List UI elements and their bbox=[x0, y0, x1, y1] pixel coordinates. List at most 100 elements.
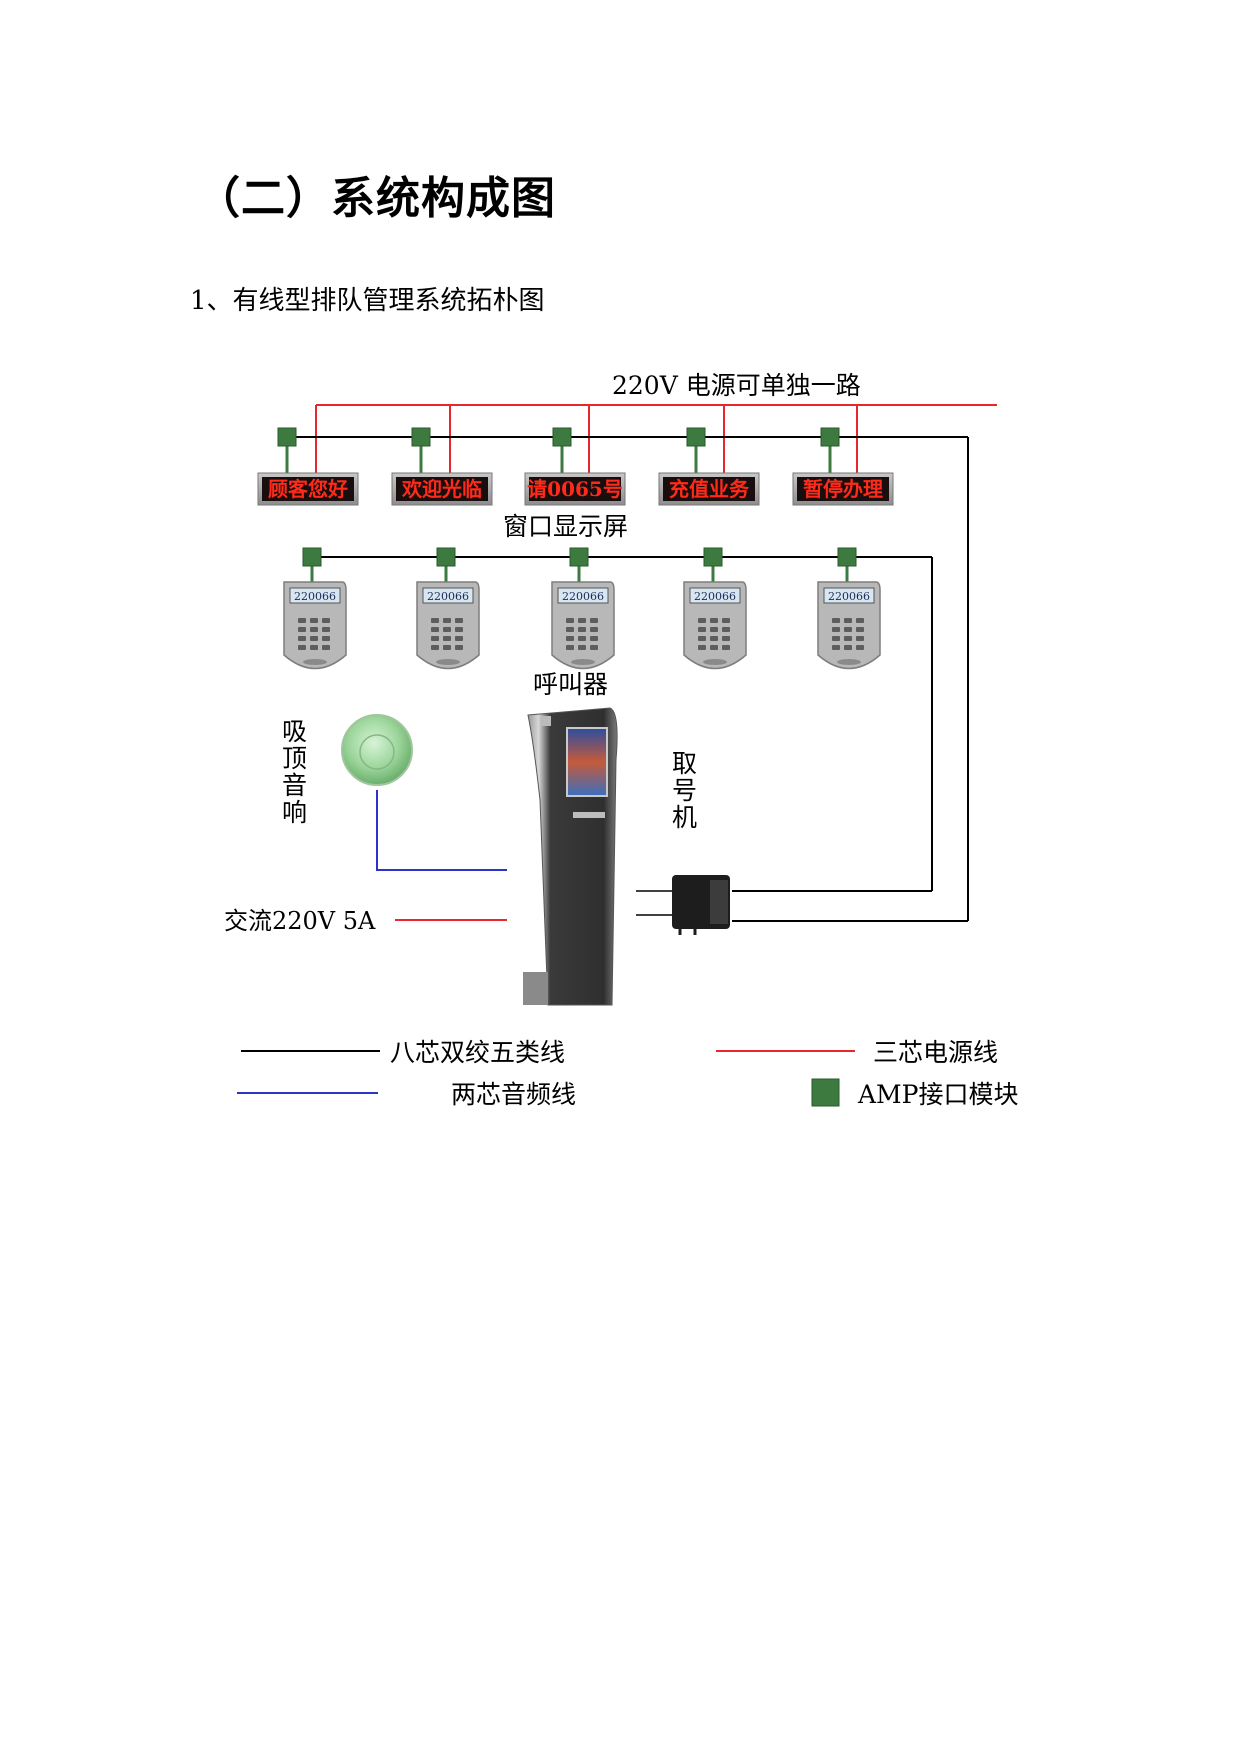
caller-key bbox=[578, 627, 586, 632]
caller-screen-text: 220066 bbox=[294, 590, 336, 603]
display-led-area bbox=[797, 477, 889, 501]
ac-label: 交流220V 5A bbox=[224, 907, 376, 935]
caller-key bbox=[856, 636, 864, 641]
speaker-label: 吸顶音响 bbox=[279, 718, 308, 826]
caller-cat5-bus bbox=[312, 556, 933, 892]
caller-screen bbox=[689, 587, 741, 604]
audio-cable bbox=[376, 790, 507, 871]
kiosk-base bbox=[523, 972, 548, 1005]
amp-module-icon bbox=[686, 427, 706, 447]
diagram-subheading: 1、有线型排队管理系统拓朴图 bbox=[190, 286, 545, 316]
caller-key bbox=[578, 618, 586, 623]
amp-module-icon bbox=[552, 427, 572, 447]
page-heading: （二）系统构成图 bbox=[196, 173, 556, 224]
caller-screen-text: 220066 bbox=[694, 590, 736, 603]
display-led-text: 充值业务 bbox=[669, 477, 750, 501]
caller-key bbox=[431, 636, 439, 641]
window-displays: 顾客您好欢迎光临请0065号充值业务暂停办理 bbox=[257, 427, 894, 506]
caller-key bbox=[832, 627, 840, 632]
queue-controller bbox=[636, 875, 730, 935]
caller-key bbox=[322, 636, 330, 641]
caller-key bbox=[590, 627, 598, 632]
caller-key bbox=[856, 618, 864, 623]
caller-key bbox=[431, 618, 439, 623]
caller-key bbox=[578, 645, 586, 650]
caller-key bbox=[698, 618, 706, 623]
amp-module-icon bbox=[703, 547, 723, 567]
legend: 八芯双绞五类线 三芯电源线 两芯音频线 AMP接口模块 bbox=[237, 1038, 1018, 1109]
caller-footer bbox=[303, 659, 327, 665]
caller-key bbox=[322, 645, 330, 650]
caller-key bbox=[698, 636, 706, 641]
caller-key bbox=[298, 618, 306, 623]
caller-key bbox=[310, 627, 318, 632]
caller-screen bbox=[422, 587, 474, 604]
caller-key bbox=[566, 618, 574, 623]
caller-key bbox=[698, 645, 706, 650]
display-led-text: 暂停办理 bbox=[803, 477, 883, 501]
caller-key bbox=[844, 627, 852, 632]
ticket-kiosk bbox=[523, 707, 618, 1006]
amp-module-icon bbox=[302, 547, 322, 567]
caller-2: 220066 bbox=[416, 547, 480, 670]
caller-key bbox=[698, 627, 706, 632]
caller-key bbox=[443, 618, 451, 623]
caller-screen-text: 220066 bbox=[828, 590, 870, 603]
caller-key bbox=[322, 618, 330, 623]
display-led-area bbox=[529, 477, 621, 501]
caller-key bbox=[310, 618, 318, 623]
callers-label: 呼叫器 bbox=[533, 670, 608, 699]
window-display-3: 请0065号 bbox=[524, 427, 626, 506]
caller-screen-text: 220066 bbox=[562, 590, 604, 603]
caller-key bbox=[832, 645, 840, 650]
amp-module-icon bbox=[411, 427, 431, 447]
caller-key bbox=[844, 636, 852, 641]
caller-5: 220066 bbox=[817, 547, 881, 670]
caller-key bbox=[832, 636, 840, 641]
amp-module-icon bbox=[436, 547, 456, 567]
caller-key bbox=[856, 627, 864, 632]
caller-key bbox=[832, 618, 840, 623]
kiosk-label: 取号机 bbox=[669, 750, 698, 831]
caller-key bbox=[310, 645, 318, 650]
caller-key bbox=[455, 645, 463, 650]
display-led-text: 顾客您好 bbox=[268, 477, 348, 501]
display-led-text: 请0065号 bbox=[527, 477, 623, 501]
caller-screen bbox=[823, 587, 875, 604]
controller-face bbox=[710, 880, 728, 924]
caller-key bbox=[844, 618, 852, 623]
caller-key bbox=[566, 627, 574, 632]
caller-key bbox=[856, 645, 864, 650]
caller-key bbox=[566, 645, 574, 650]
caller-key bbox=[443, 645, 451, 650]
caller-key bbox=[455, 618, 463, 623]
caller-key bbox=[710, 636, 718, 641]
callers: 220066 220066 220066 220066 220066 bbox=[283, 547, 881, 670]
caller-key bbox=[298, 645, 306, 650]
legend-amp-swatch bbox=[811, 1078, 840, 1107]
caller-key bbox=[710, 618, 718, 623]
caller-key bbox=[443, 636, 451, 641]
kiosk-screen bbox=[566, 727, 608, 797]
caller-key bbox=[578, 636, 586, 641]
caller-screen bbox=[557, 587, 609, 604]
caller-key bbox=[722, 618, 730, 623]
power-label: 220V 电源可单独一路 bbox=[612, 371, 861, 400]
power-bus bbox=[315, 404, 997, 473]
caller-key bbox=[455, 627, 463, 632]
caller-key bbox=[310, 636, 318, 641]
caller-key bbox=[710, 645, 718, 650]
window-display-1: 顾客您好 bbox=[257, 427, 359, 506]
caller-key bbox=[844, 645, 852, 650]
caller-footer bbox=[703, 659, 727, 665]
caller-footer bbox=[571, 659, 595, 665]
amp-module-icon bbox=[837, 547, 857, 567]
caller-footer bbox=[837, 659, 861, 665]
amp-module-icon bbox=[277, 427, 297, 447]
caller-1: 220066 bbox=[283, 547, 347, 670]
caller-key bbox=[298, 636, 306, 641]
caller-key bbox=[431, 627, 439, 632]
caller-3: 220066 bbox=[551, 547, 615, 670]
caller-key bbox=[590, 645, 598, 650]
